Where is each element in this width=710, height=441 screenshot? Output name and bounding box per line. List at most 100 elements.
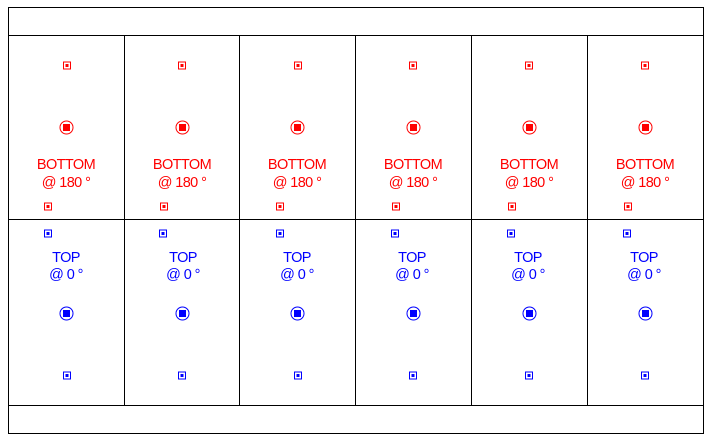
marker-frame <box>641 61 649 70</box>
marker-dot <box>509 232 513 235</box>
bottom-large-marker-icon <box>175 120 190 135</box>
bottom-small-marker-icon <box>508 202 516 211</box>
marker-core <box>179 310 186 317</box>
marker-core <box>410 124 417 131</box>
top-large-marker-icon <box>290 306 305 321</box>
marker-frame <box>508 202 516 211</box>
marker-frame <box>44 229 52 238</box>
marker-ring <box>406 120 421 135</box>
marker-frame <box>623 229 631 238</box>
bottom-label-angle: @ 180 ° <box>621 175 670 191</box>
top-large-marker-icon <box>406 306 421 321</box>
bottom-label-side: BOTTOM <box>268 157 326 173</box>
top-large-marker-icon <box>522 306 537 321</box>
top-small-marker-icon <box>391 229 399 238</box>
marker-ring <box>522 120 537 135</box>
bottom-label-side: BOTTOM <box>500 157 558 173</box>
marker-ring <box>59 120 74 135</box>
bottom-small-marker-icon <box>63 61 71 70</box>
top-label-side: TOP <box>630 250 658 266</box>
marker-frame <box>44 202 52 211</box>
marker-frame <box>391 229 399 238</box>
marker-frame <box>525 61 533 70</box>
marker-ring <box>638 306 653 321</box>
marker-core <box>63 310 70 317</box>
top-large-marker-icon <box>638 306 653 321</box>
marker-frame <box>294 61 302 70</box>
marker-frame <box>160 202 168 211</box>
marker-core <box>642 310 649 317</box>
marker-dot <box>625 232 629 235</box>
marker-core <box>63 124 70 131</box>
top-small-marker-icon <box>276 229 284 238</box>
marker-dot <box>527 374 531 377</box>
bottom-small-marker-icon <box>178 61 186 70</box>
marker-ring <box>290 120 305 135</box>
marker-frame <box>159 229 167 238</box>
bottom-small-marker-icon <box>294 61 302 70</box>
top-large-marker-icon <box>59 306 74 321</box>
bottom-small-marker-icon <box>44 202 52 211</box>
marker-frame <box>409 371 417 380</box>
marker-dot <box>510 205 514 208</box>
bottom-label-side: BOTTOM <box>37 157 95 173</box>
marker-ring <box>638 120 653 135</box>
marker-frame <box>276 202 284 211</box>
marker-dot <box>296 374 300 377</box>
marker-dot <box>180 64 184 67</box>
marker-dot <box>278 205 282 208</box>
bottom-small-marker-icon <box>641 61 649 70</box>
top-small-marker-icon <box>178 371 186 380</box>
top-label-angle: @ 0 ° <box>627 267 661 283</box>
bottom-large-marker-icon <box>406 120 421 135</box>
top-small-marker-icon <box>641 371 649 380</box>
bottom-label-angle: @ 180 ° <box>505 175 554 191</box>
bottom-large-marker-icon <box>59 120 74 135</box>
marker-frame <box>507 229 515 238</box>
top-cell: TOP@ 0 ° <box>44 229 83 380</box>
bottom-label-angle: @ 180 ° <box>273 175 322 191</box>
marker-dot <box>643 374 647 377</box>
top-label-side: TOP <box>398 250 426 266</box>
bottom-cell: BOTTOM @ 180 ° <box>500 61 559 211</box>
marker-frame <box>63 61 71 70</box>
bottom-cell: BOTTOM @ 180 ° <box>268 61 327 211</box>
marker-dot <box>411 64 415 67</box>
bottom-cell: BOTTOM @ 180 ° <box>153 61 212 211</box>
marker-frame <box>178 61 186 70</box>
marker-ring <box>175 306 190 321</box>
marker-dot <box>411 374 415 377</box>
marker-dot <box>643 64 647 67</box>
marker-core <box>294 124 301 131</box>
panel-border <box>8 7 704 434</box>
panel-outline <box>8 7 704 434</box>
top-small-marker-icon <box>294 371 302 380</box>
top-small-marker-icon <box>44 229 52 238</box>
bottom-label-side: BOTTOM <box>153 157 211 173</box>
marker-frame <box>63 371 71 380</box>
bottom-small-marker-icon <box>276 202 284 211</box>
marker-frame <box>276 229 284 238</box>
marker-frame <box>392 202 400 211</box>
top-label-angle: @ 0 ° <box>395 267 429 283</box>
bottom-small-marker-icon <box>624 202 632 211</box>
bottom-label-angle: @ 180 ° <box>389 175 438 191</box>
bottom-small-marker-icon <box>160 202 168 211</box>
marker-dot <box>180 374 184 377</box>
top-label-angle: @ 0 ° <box>511 267 545 283</box>
top-label-angle: @ 0 ° <box>49 267 83 283</box>
bottom-cell: BOTTOM@ 180 ° <box>384 61 443 211</box>
top-label-angle: @ 0 ° <box>166 267 200 283</box>
top-small-marker-icon <box>409 371 417 380</box>
marker-dot <box>46 232 50 235</box>
marker-dot <box>65 374 69 377</box>
marker-dot <box>65 64 69 67</box>
top-label-side: TOP <box>514 250 542 266</box>
marker-dot <box>162 205 166 208</box>
marker-dot <box>626 205 630 208</box>
top-cell: TOP@ 0 ° <box>623 229 661 380</box>
bottom-label-angle: @ 180 ° <box>158 175 207 191</box>
top-cell: TOP@ 0 ° <box>391 229 429 380</box>
top-label-side: TOP <box>283 250 311 266</box>
